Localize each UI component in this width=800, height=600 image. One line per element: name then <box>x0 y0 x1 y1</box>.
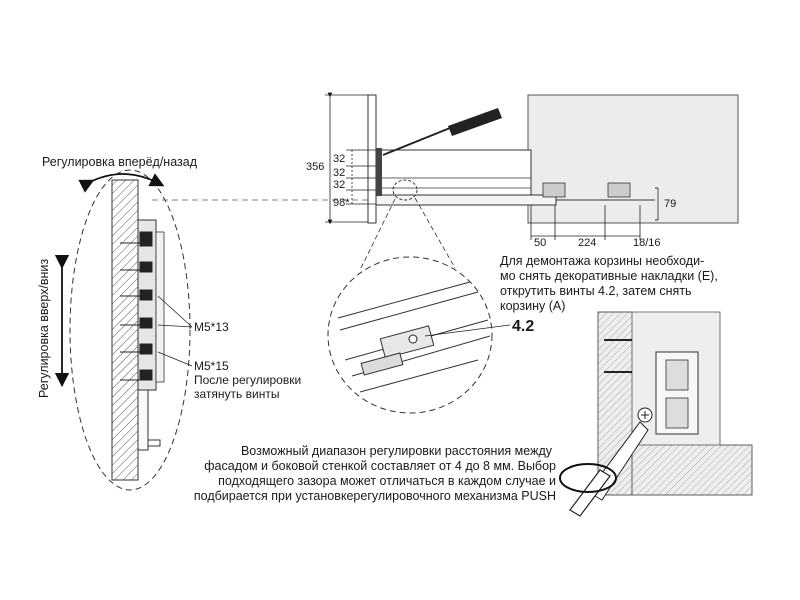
removal-note: Для демонтажа корзины необходи- мо снять… <box>500 254 718 313</box>
dim-32-b: 32 <box>333 167 345 179</box>
removal-note-line: Для демонтажа корзины необходи- <box>500 254 704 268</box>
callout-4-2: 4.2 <box>512 318 534 335</box>
tighten-note-line1: После регулировки <box>194 373 301 387</box>
gap-note-line: Возможный диапазон регулировки расстояни… <box>241 444 553 458</box>
horizontal-dimensions <box>530 188 659 240</box>
dim-98: 98* <box>333 197 350 209</box>
mounting-screws <box>120 231 153 381</box>
gap-note: Возможный диапазон регулировки расстояни… <box>194 444 556 503</box>
tighten-note-line2: затянуть винты <box>194 387 279 401</box>
screw-m5-13-label: M5*13 <box>194 320 229 334</box>
rail-zoom-detail <box>327 179 511 414</box>
dim-79: 79 <box>664 198 676 210</box>
dim-356: 356 <box>306 161 324 173</box>
gap-note-line: подбирается при установкерегулировочного… <box>194 489 556 503</box>
screw-m5-15-label: M5*15 <box>194 359 229 373</box>
forward-back-label: Регулировка вперёд/назад <box>42 155 198 169</box>
dim-32-c: 32 <box>333 179 345 191</box>
side-adjustment-detail <box>69 169 193 491</box>
dim-50: 50 <box>534 237 546 249</box>
dim-32-a: 32 <box>333 153 345 165</box>
vertical-dimensions <box>325 92 376 225</box>
up-down-label: Регулировка вверх/вниз <box>37 259 51 398</box>
drawer-side-view <box>367 94 739 224</box>
forward-back-arrow <box>78 173 165 193</box>
removal-note-line: открутить винты 4.2, затем снять <box>500 284 692 298</box>
gap-note-line: фасадом и боковой стенкой составляет от … <box>204 459 556 473</box>
removal-note-line: мо снять декоративные накладки (E), <box>500 269 718 283</box>
gap-note-line: подходящего зазора может отличаться в ка… <box>218 474 556 488</box>
dim-18-16: 18/16 <box>633 237 661 249</box>
push-adjust-detail <box>559 311 753 517</box>
dim-224: 224 <box>578 237 596 249</box>
removal-note-line: корзину (A) <box>500 299 565 313</box>
